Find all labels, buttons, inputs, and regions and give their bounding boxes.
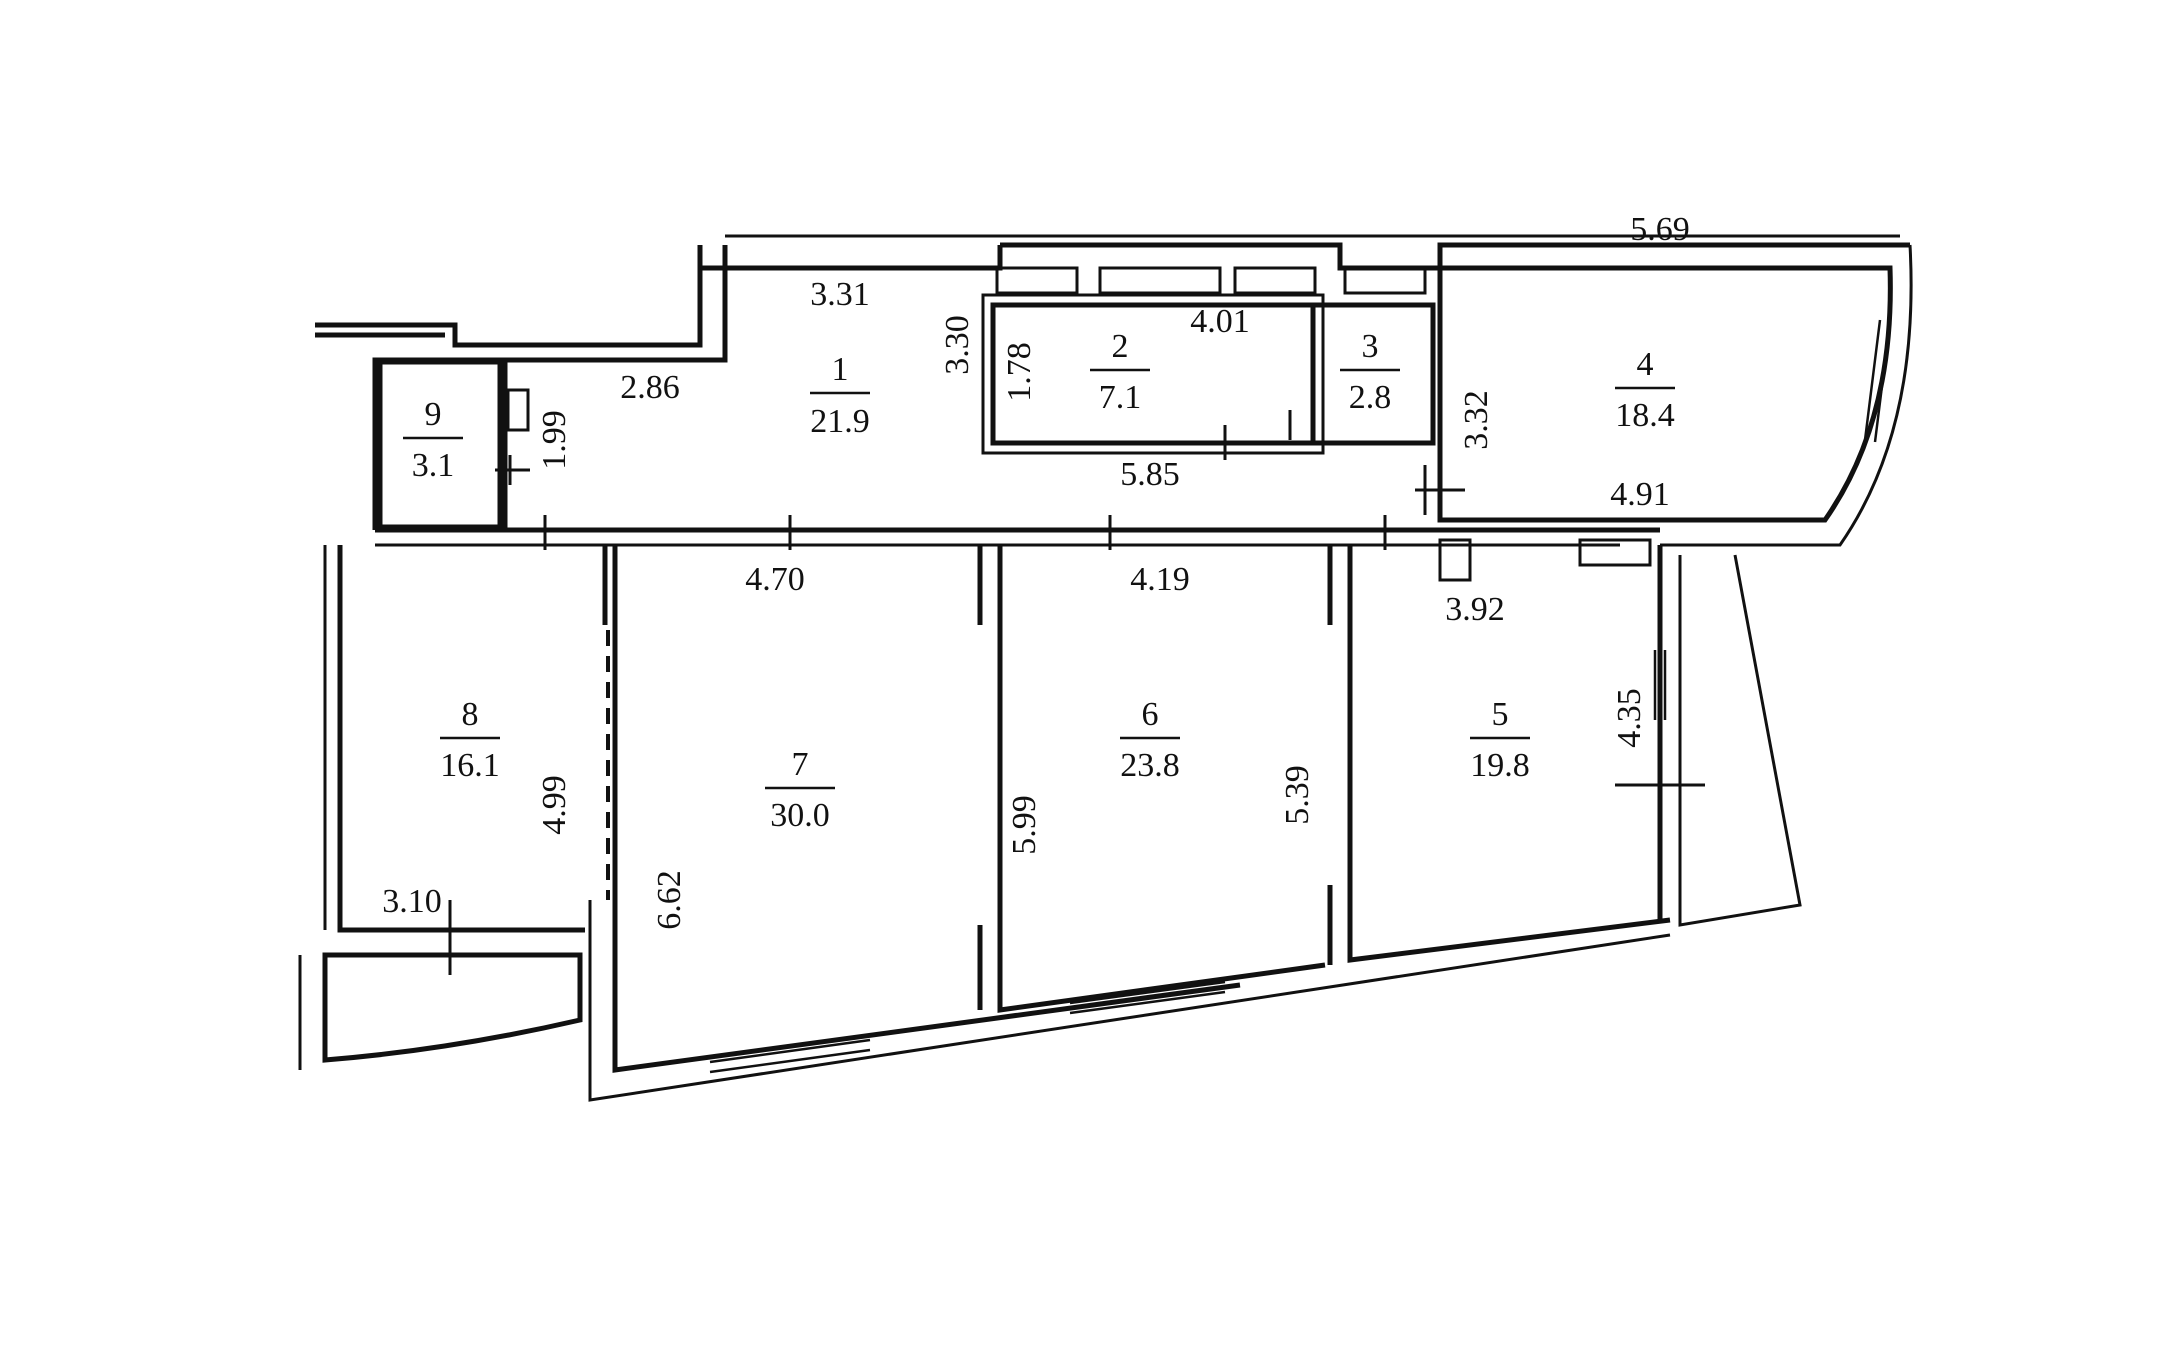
room-area: 18.4 xyxy=(1615,397,1675,434)
room-area: 3.1 xyxy=(412,447,455,484)
dimension-label: 4.91 xyxy=(1610,476,1670,513)
room-number: 5 xyxy=(1492,696,1509,733)
dimension-label: 3.32 xyxy=(1458,390,1495,450)
dimension-label: 3.10 xyxy=(382,883,442,920)
dimension-label: 4.99 xyxy=(536,775,573,835)
dimension-labels: 3.31 3.30 2.86 1.99 1.78 4.01 5.85 3.32 … xyxy=(382,211,1690,930)
dimension-label: 5.85 xyxy=(1120,456,1180,493)
room-number: 3 xyxy=(1362,328,1379,365)
room-number: 4 xyxy=(1637,346,1654,383)
room-area: 2.8 xyxy=(1349,379,1392,416)
dimension-ticks xyxy=(448,410,1705,975)
room-area: 21.9 xyxy=(810,403,870,440)
dimension-label: 3.31 xyxy=(810,276,870,313)
walls xyxy=(298,234,1913,1102)
room-label-6: 6 23.8 xyxy=(1120,696,1180,784)
room-area: 23.8 xyxy=(1120,747,1180,784)
dimension-label: 2.86 xyxy=(620,369,680,406)
room-area: 19.8 xyxy=(1470,747,1530,784)
dimension-label: 5.39 xyxy=(1279,765,1316,825)
dimension-label: 4.19 xyxy=(1130,561,1190,598)
dimension-label: 4.35 xyxy=(1611,688,1648,748)
dimension-label: 4.01 xyxy=(1190,303,1250,340)
dimension-label: 1.78 xyxy=(1001,342,1038,402)
room-number: 7 xyxy=(792,746,809,783)
room-label-5: 5 19.8 xyxy=(1470,696,1530,784)
room-number: 1 xyxy=(832,351,849,388)
room-label-1: 1 21.9 xyxy=(810,351,870,440)
room-label-8: 8 16.1 xyxy=(440,696,500,784)
dimension-label: 4.70 xyxy=(745,561,805,598)
room-area: 30.0 xyxy=(770,797,830,834)
room-number: 8 xyxy=(462,696,479,733)
room-number: 9 xyxy=(425,396,442,433)
room-label-4: 4 18.4 xyxy=(1615,346,1675,434)
room-label-9: 9 3.1 xyxy=(403,396,463,484)
dimension-label: 3.30 xyxy=(939,315,976,375)
room-area: 16.1 xyxy=(440,747,500,784)
room-number: 6 xyxy=(1142,696,1159,733)
dimension-label: 1.99 xyxy=(536,410,573,470)
dimension-label: 5.69 xyxy=(1630,211,1690,248)
room-label-3: 3 2.8 xyxy=(1340,328,1400,416)
room-label-7: 7 30.0 xyxy=(765,746,835,834)
room-label-2: 2 7.1 xyxy=(1090,328,1150,416)
dimension-label: 6.62 xyxy=(651,870,688,930)
room-number: 2 xyxy=(1112,328,1129,365)
dimension-label: 3.92 xyxy=(1445,591,1505,628)
room-labels: 1 21.9 2 7.1 3 2.8 4 18.4 5 19.8 6 23.8 xyxy=(403,328,1675,834)
dimension-label: 5.99 xyxy=(1006,795,1043,855)
room-area: 7.1 xyxy=(1099,379,1142,416)
window-marks xyxy=(709,319,1892,1074)
